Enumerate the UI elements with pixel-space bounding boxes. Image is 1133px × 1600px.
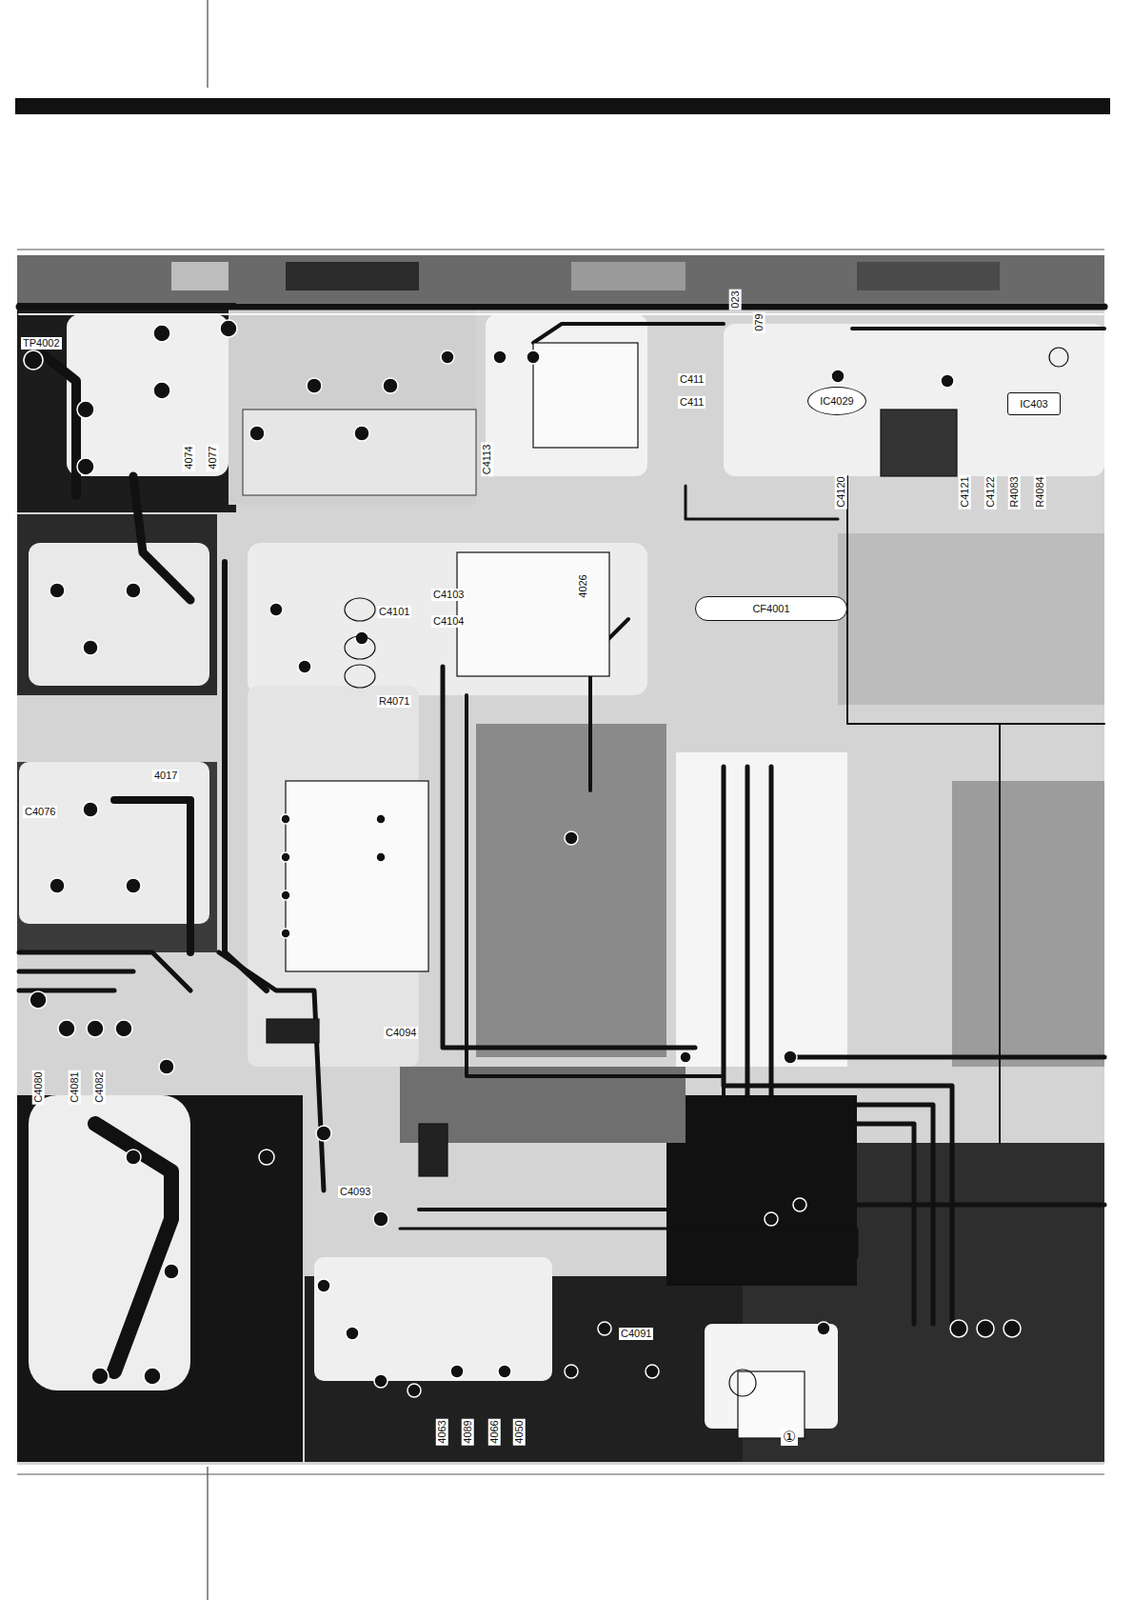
part-name: IC403 bbox=[1019, 397, 1048, 410]
part-reference: C4121 bbox=[957, 475, 971, 510]
part-name: IC4029 bbox=[819, 395, 854, 407]
part-reference: R4071 bbox=[377, 695, 412, 708]
part-name: CF4001 bbox=[752, 602, 790, 615]
part-reference: C4093 bbox=[337, 1185, 373, 1198]
part-reference: C411 bbox=[677, 396, 706, 409]
part-reference: 079 bbox=[752, 312, 765, 334]
part-reference: C4104 bbox=[431, 615, 466, 628]
part-reference: TP4002 bbox=[20, 337, 62, 350]
part-reference: C4080 bbox=[31, 1070, 44, 1105]
component-outline: IC403 bbox=[1007, 392, 1061, 416]
part-reference: 4063 bbox=[435, 1418, 448, 1446]
part-reference: 023 bbox=[728, 289, 741, 311]
part-reference: 4066 bbox=[487, 1418, 500, 1446]
part-reference: 4017 bbox=[152, 769, 179, 782]
part-reference: C4120 bbox=[834, 475, 847, 510]
part-reference: R4084 bbox=[1033, 475, 1046, 510]
component-outline: CF4001 bbox=[695, 596, 848, 621]
part-reference: 4050 bbox=[512, 1418, 525, 1446]
part-reference: C4094 bbox=[383, 1026, 418, 1039]
part-reference: ① bbox=[780, 1428, 798, 1446]
part-reference: C4081 bbox=[67, 1070, 80, 1105]
part-reference: 4026 bbox=[576, 573, 589, 600]
part-reference: 4074 bbox=[181, 444, 195, 472]
part-reference: 4077 bbox=[205, 444, 219, 472]
part-reference: R4083 bbox=[1007, 475, 1020, 510]
part-reference: C411 bbox=[677, 373, 706, 386]
part-reference: C4122 bbox=[983, 475, 996, 510]
part-reference: C4076 bbox=[22, 805, 58, 818]
part-reference: C4103 bbox=[431, 588, 466, 601]
part-reference: C4101 bbox=[377, 605, 412, 618]
part-reference: C4113 bbox=[480, 441, 494, 477]
part-reference: 4089 bbox=[460, 1418, 474, 1446]
part-reference: C4082 bbox=[92, 1070, 105, 1105]
component-outline: IC4029 bbox=[807, 386, 867, 416]
part-reference: C4091 bbox=[618, 1327, 654, 1340]
